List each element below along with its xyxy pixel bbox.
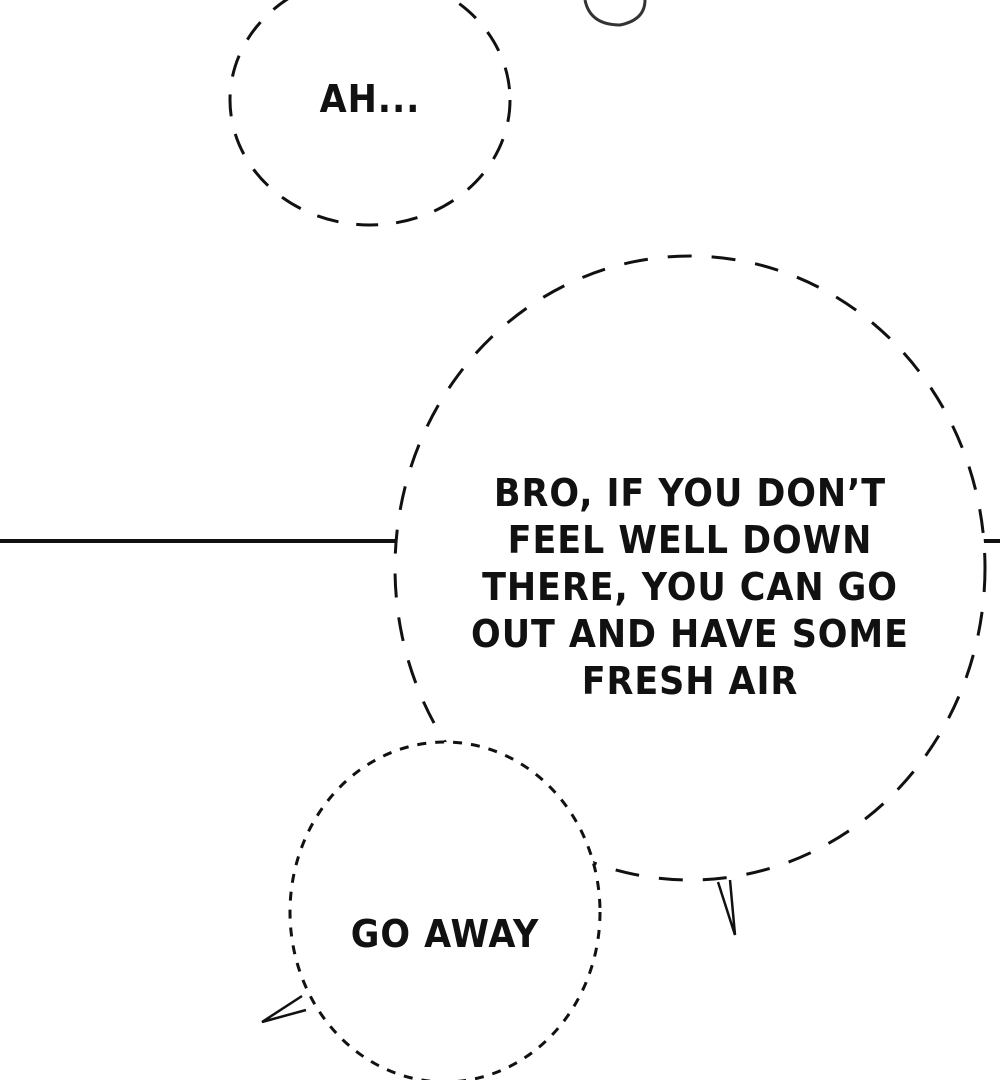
speech-bubble-top <box>228 0 512 227</box>
bubble-line: OUT AND HAVE SOME <box>471 612 909 656</box>
speech-bubble-bottom <box>288 740 602 1080</box>
bubble-line: THERE, YOU CAN GO <box>482 565 898 609</box>
speech-tail-middle <box>716 879 737 936</box>
speech-tail-bottom <box>261 994 307 1024</box>
character-sketch <box>583 0 647 27</box>
bubble-line: FEEL WELL DOWN <box>507 518 873 562</box>
bubble-line: FRESH AIR <box>581 659 799 703</box>
bubble-text-bottom: GO AWAY <box>350 912 540 956</box>
bubble-text-top: AH... <box>319 77 421 121</box>
bubble-text-middle: BRO, IF YOU DON’T FEEL WELL DOWN THERE, … <box>451 470 929 705</box>
bubble-line: BRO, IF YOU DON’T <box>493 471 887 515</box>
speech-bubble-middle <box>393 254 987 882</box>
